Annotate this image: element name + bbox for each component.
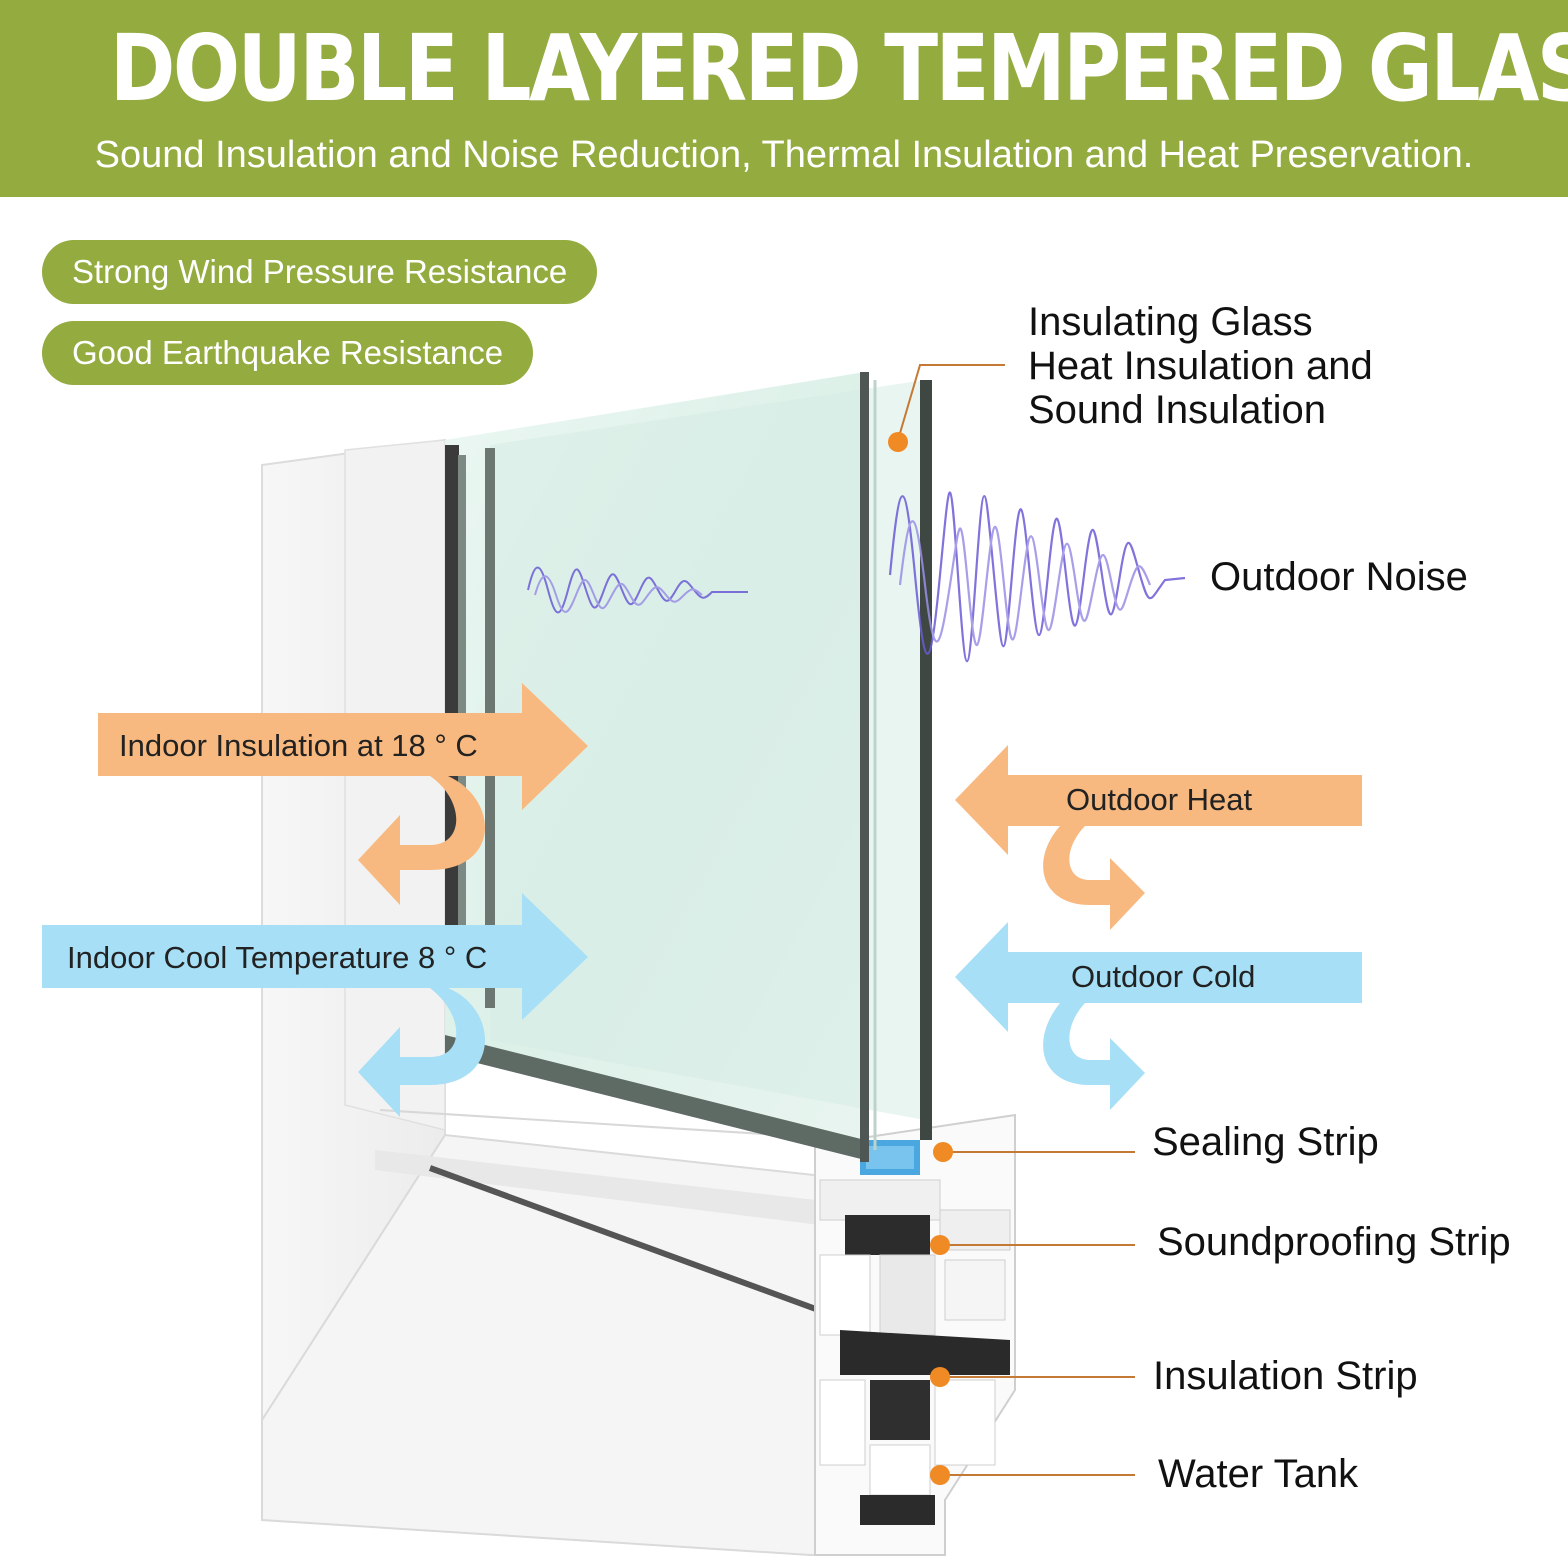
outdoor-heat-arrow-icon: [955, 745, 1362, 930]
callout-marker-dots: [888, 432, 953, 1485]
insulation-strip-label: Insulation Strip: [1153, 1354, 1418, 1398]
indoor-insulation-label: Indoor Insulation at 18 ° C: [119, 728, 478, 763]
water-tank-label: Water Tank: [1158, 1452, 1359, 1496]
outdoor-noise-label: Outdoor Noise: [1210, 555, 1468, 599]
frame-profile: [814, 1113, 1016, 1556]
outdoor-cold-arrow-icon: [955, 922, 1362, 1110]
indoor-cool-arrow-icon: [42, 893, 588, 1117]
callout-lines: [897, 364, 1135, 1476]
sealing-strip-label: Sealing Strip: [1152, 1120, 1379, 1164]
header-banner: DOUBLE LAYERED TEMPERED GLASS Sound Insu…: [0, 0, 1568, 197]
insulating-glass-label: Insulating Glass Heat Insulation and Sou…: [1028, 300, 1373, 432]
indoor-cool-label: Indoor Cool Temperature 8 ° C: [67, 940, 488, 975]
outdoor-heat-label: Outdoor Heat: [1066, 782, 1253, 817]
badge-earthquake: Good Earthquake Resistance: [42, 321, 534, 385]
badge-wind-pressure: Strong Wind Pressure Resistance: [42, 240, 598, 304]
indoor-insulation-arrow-icon: [98, 683, 588, 905]
outdoor-cold-label: Outdoor Cold: [1071, 959, 1256, 994]
indoor-noise-wave-icon: [527, 566, 748, 614]
soundproofing-strip-label: Soundproofing Strip: [1157, 1220, 1511, 1264]
page-title: DOUBLE LAYERED TEMPERED GLASS: [109, 15, 1568, 122]
page-subtitle: Sound Insulation and Noise Reduction, Th…: [94, 134, 1474, 176]
outdoor-noise-wave-icon: [888, 491, 1186, 663]
